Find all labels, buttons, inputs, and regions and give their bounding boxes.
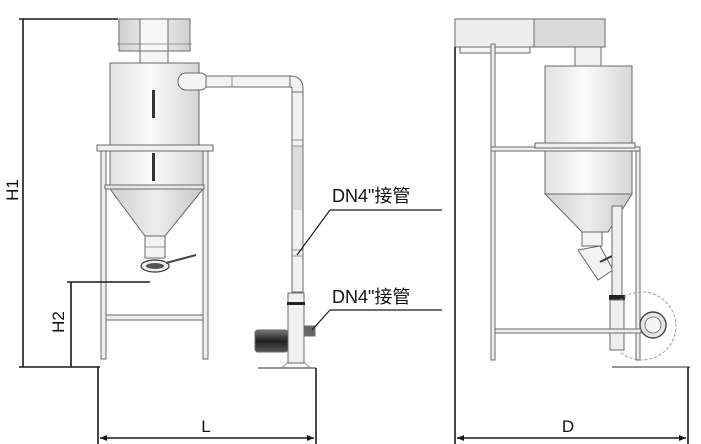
side-discharge-elbow [577,245,614,281]
dimension-d: D [454,47,689,444]
callout-blower-outlet-label: DN4"接管 [332,287,410,307]
sight-glass-upper [152,90,155,118]
side-blower-volute [619,291,677,361]
blower-outlet [303,325,316,337]
side-hopper-cone [543,193,633,233]
blower-motor [254,329,289,353]
h1-label: H1 [3,179,22,201]
dimension-h1: H1 [3,18,118,368]
d-label: D [562,417,574,436]
side-cyclone-cylinder [544,65,633,147]
frame-top-plate [96,144,214,152]
frame-leg-right [202,150,209,360]
inlet-elbow [177,72,209,91]
frame-crossbar [105,314,204,321]
side-view [454,18,690,368]
side-frame-leg-left [490,43,496,361]
callout-duct: DN4"接管 [296,186,442,256]
frame-leg-left [100,150,107,360]
callout-blower-outlet: DN4"接管 [311,287,442,331]
dimension-h2: H2 [49,281,150,367]
callout-duct-label: DN4"接管 [332,186,410,206]
horizontal-duct [205,75,291,88]
hopper-cone [109,188,205,237]
front-view [96,18,316,369]
h2-label: H2 [49,311,68,333]
l-label: L [201,417,210,436]
dimension-l: L [97,367,317,444]
sight-glass-lower [152,153,155,181]
